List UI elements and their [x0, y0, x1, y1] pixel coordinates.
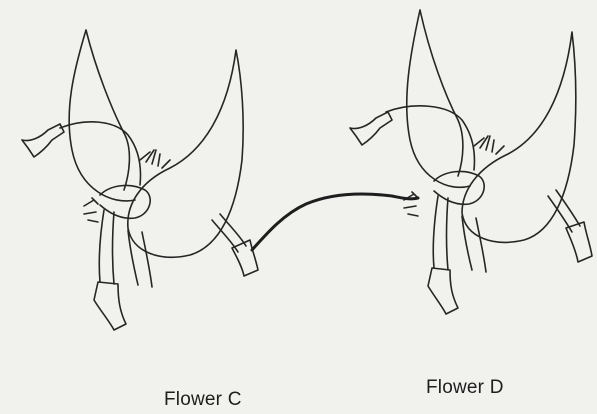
flower-c-hood-petal — [128, 50, 243, 257]
flower-d — [350, 10, 592, 314]
flower-c-right-style — [212, 214, 246, 252]
flower-d-lower-stigma — [428, 268, 458, 314]
flower-d-lower-style — [433, 196, 448, 270]
flower-d-stamen-tuft-1 — [474, 136, 504, 154]
flower-c-stamen-tuft-2 — [84, 198, 98, 222]
flower-d-stamen-tuft-2 — [404, 192, 418, 216]
flower-c-lower-stigma — [94, 282, 126, 330]
flower-c-upper-stigma — [22, 124, 64, 157]
flower-d-label: Flower D — [426, 377, 504, 399]
flower-c-back-petal — [69, 30, 135, 201]
flower-c-label: Flower C — [164, 389, 242, 411]
flower-c-lip — [100, 185, 150, 218]
flower-c — [22, 30, 258, 330]
flower-c-stamen-tuft-1 — [140, 150, 170, 168]
flower-d-back-petal — [407, 10, 470, 187]
flower-d-upper-stigma — [350, 112, 392, 145]
flower-c-lower-style — [99, 210, 114, 284]
pollen-transfer-line — [252, 194, 418, 250]
